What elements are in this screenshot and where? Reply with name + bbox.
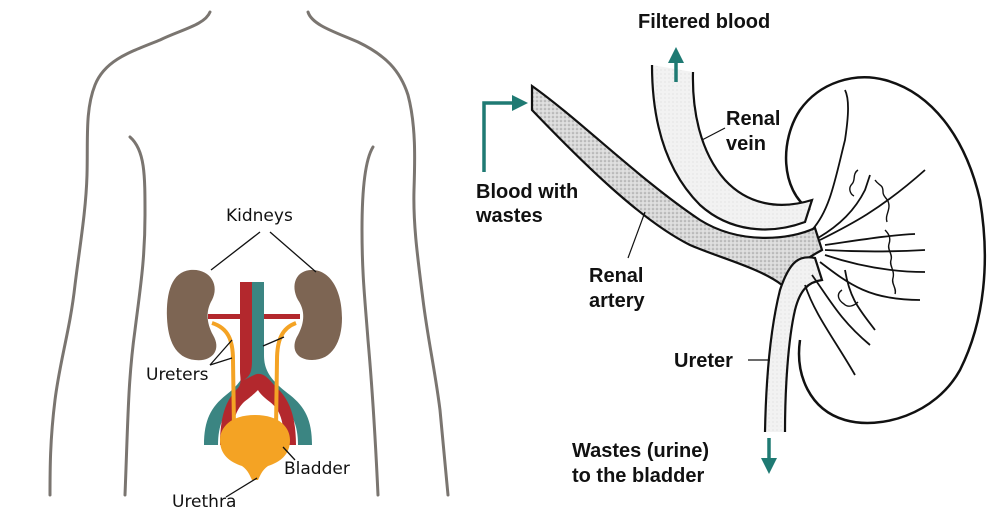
body-outline-right [306,10,450,497]
label-kidneys: Kidneys [226,206,293,226]
kidney-outline [784,76,987,425]
left-leader-lines [209,231,317,498]
arm-inner-right [360,145,380,497]
label-ureters: Ureters [146,365,209,385]
calyces [837,169,897,307]
label-blood-with-wastes-2: wastes [475,205,543,227]
renal-branches [804,89,926,376]
label-renal-vein-1: Renal [726,108,780,130]
body-outline [48,10,450,497]
label-ureter: Ureter [674,350,733,372]
label-urethra: Urethra [172,492,236,512]
label-wastes-1: Wastes (urine) [572,440,709,462]
label-blood-with-wastes-1: Blood with [476,181,578,203]
label-bladder: Bladder [284,459,350,479]
leader-renal-artery [627,211,646,259]
arm-inner-left [123,135,147,497]
ureter-left [211,321,236,429]
leader-kidneys-right [269,231,317,273]
label-renal-artery-2: artery [589,290,645,312]
leader-bladder [282,446,296,461]
renal-vein [650,64,814,231]
ureter-tube [763,256,824,433]
renal-artery-left [208,314,242,319]
bladder [220,415,290,480]
left-panel: Kidneys Ureters Bladder Urethra [48,10,450,512]
leader-urethra [225,477,258,498]
renal-artery-right [264,314,300,319]
leader-kidneys-left [210,231,261,271]
leader-ureters-3 [262,336,285,347]
leader-ureters-2 [209,357,233,366]
kidney-left [166,269,217,361]
arrow-filtered-out [668,47,684,82]
right-panel: Filtered blood Renal vein Blood with was… [475,11,987,487]
label-renal-artery-1: Renal [589,265,643,287]
body-outline-left [48,10,212,497]
label-wastes-2: to the bladder [572,465,704,487]
leader-renal-vein [701,127,726,141]
arrow-blood-in [482,95,528,172]
label-renal-vein-2: vein [726,133,766,155]
leader-ureters-1 [209,339,233,366]
flow-arrows [482,47,777,474]
right-leader-lines [627,127,770,361]
arrow-urine-down [761,438,777,474]
kidney-right [294,270,342,360]
label-filtered-blood: Filtered blood [638,11,770,33]
